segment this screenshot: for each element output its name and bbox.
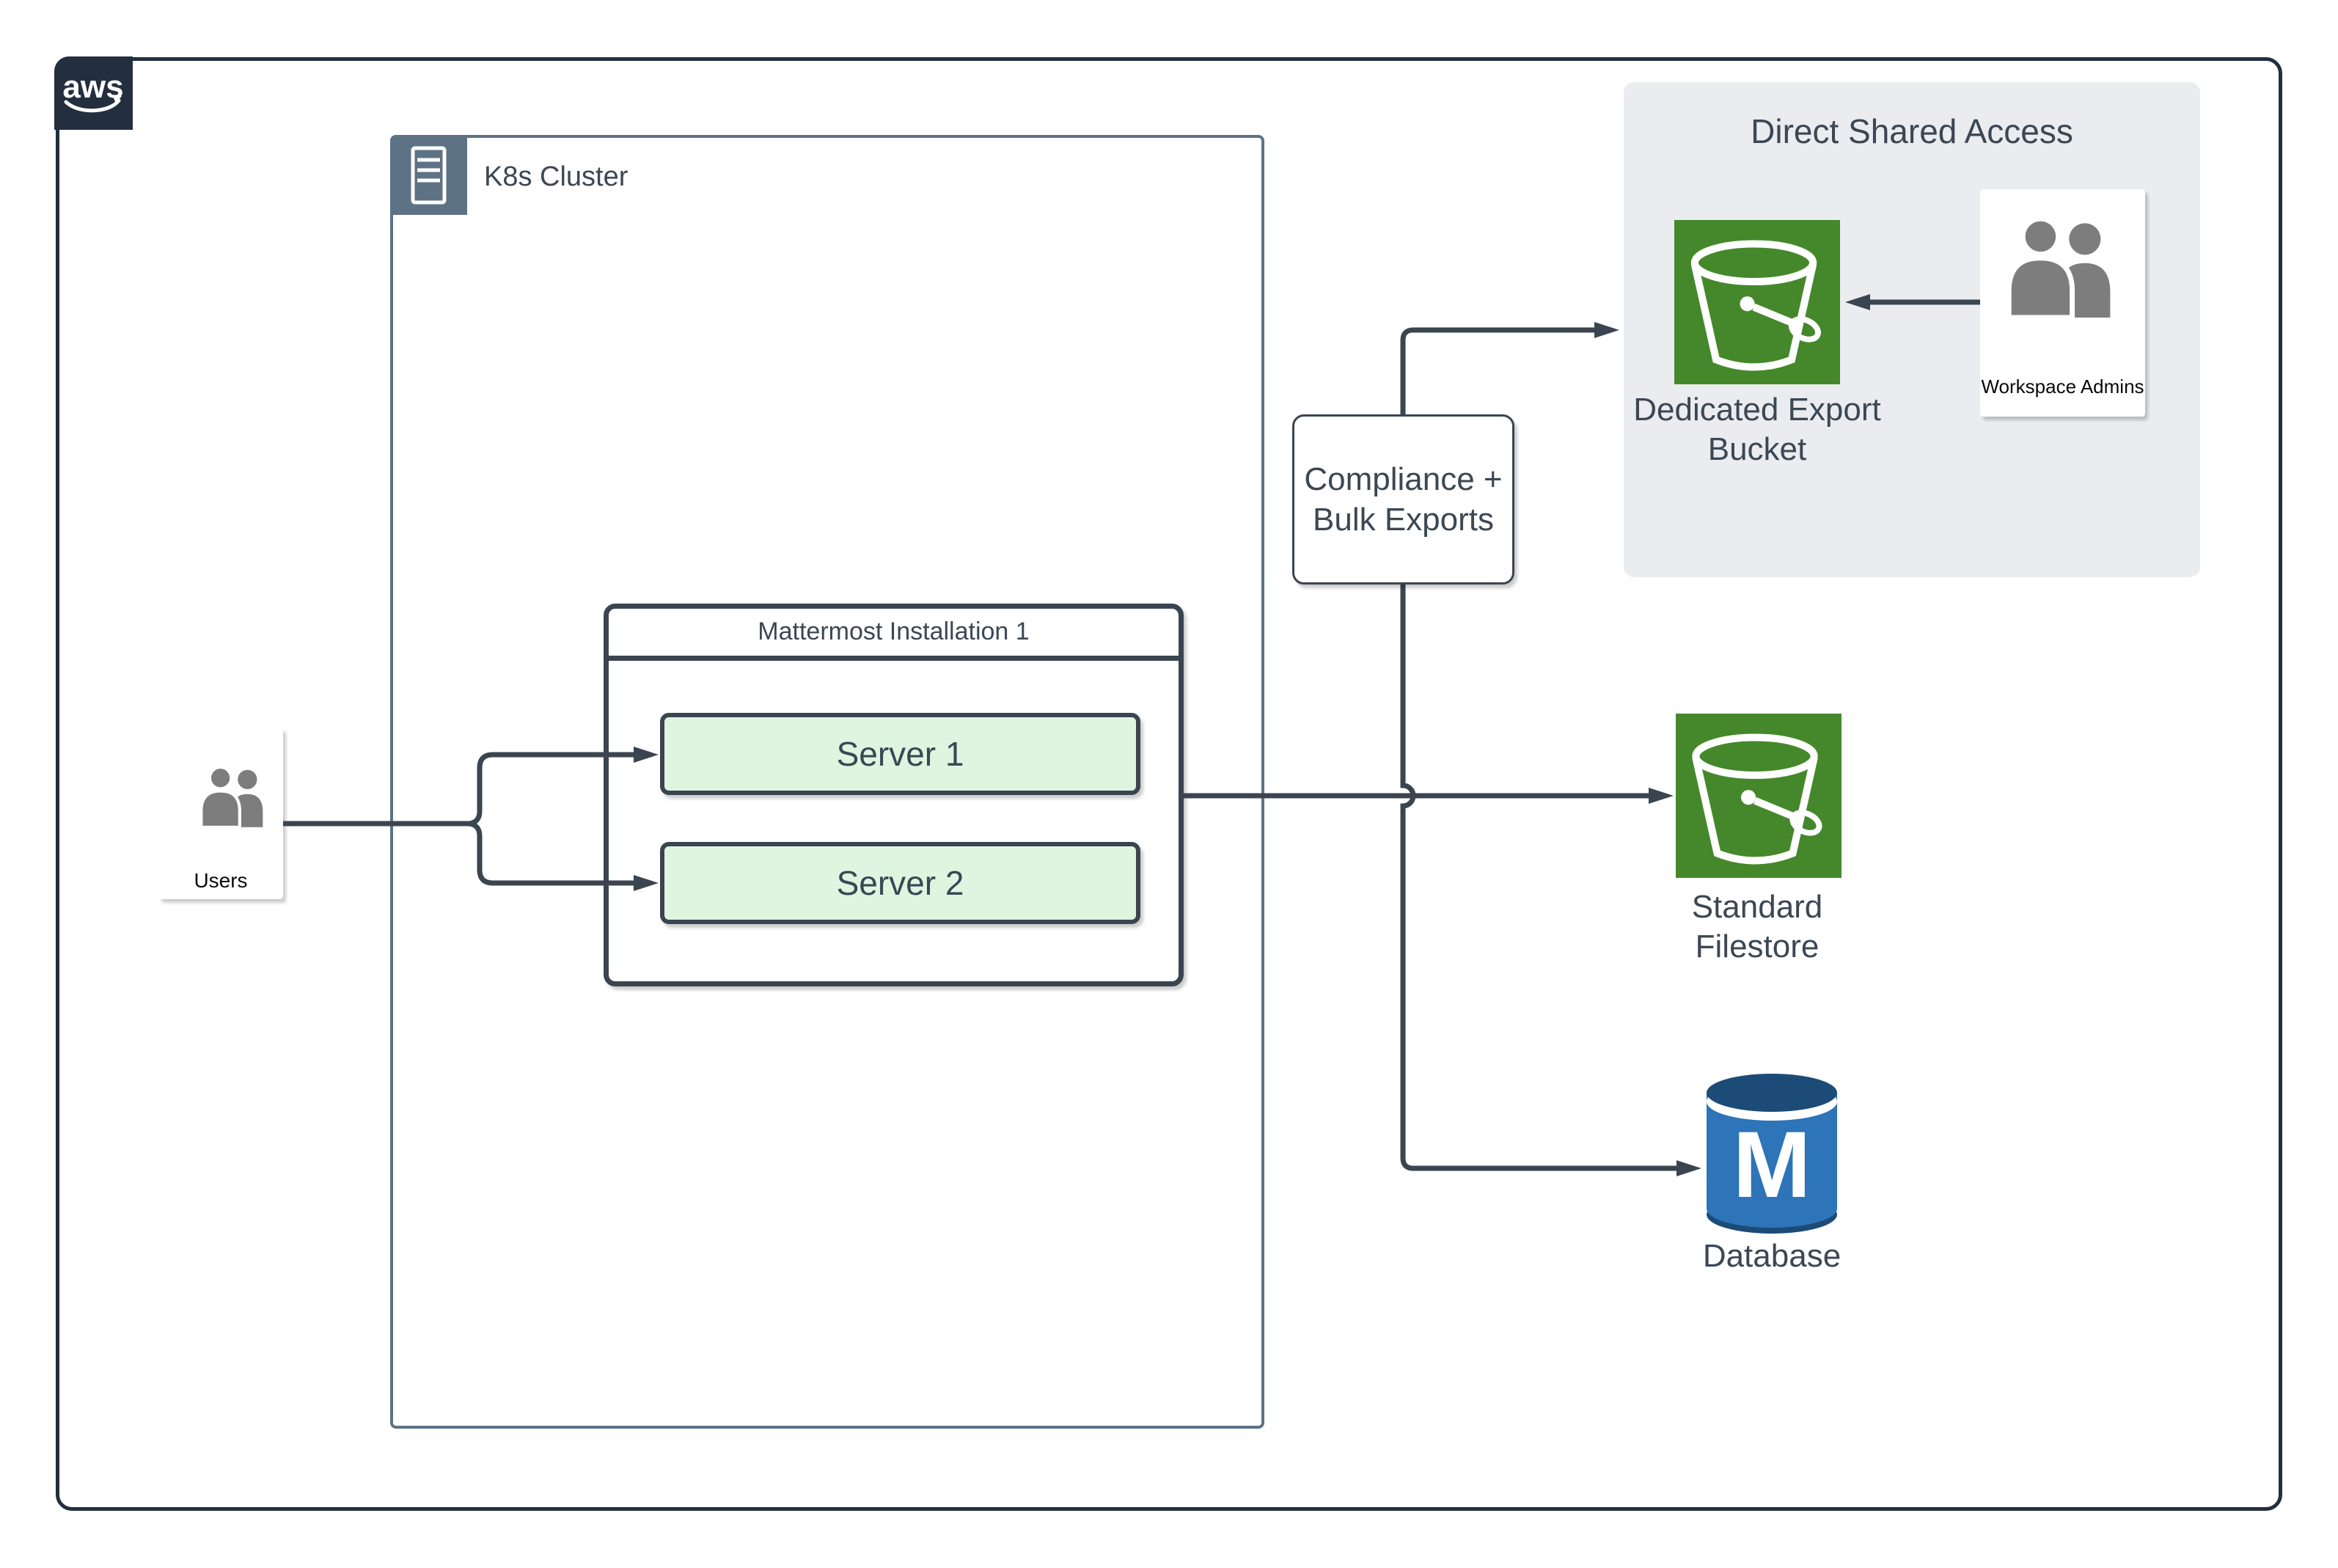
aws-smile-arrow-icon <box>112 95 122 103</box>
s3-bucket-icon <box>1692 733 1822 865</box>
k8s-cluster-icon <box>390 135 467 215</box>
dedicated-export-bucket-label-line2: Bucket <box>1707 431 1807 467</box>
aws-logo-text: aws <box>62 69 123 105</box>
aws-logo: aws <box>54 56 133 130</box>
mattermost-installation-box <box>604 604 1184 986</box>
database-label: Database <box>1702 1238 1842 1274</box>
database-cylinder-icon: M <box>1706 1071 1838 1235</box>
mattermost-title: Mattermost Installation 1 <box>758 618 1030 645</box>
aws-smile-icon <box>64 98 121 113</box>
users-icon <box>196 765 273 829</box>
mattermost-title-divider <box>609 656 1179 661</box>
database-monogram: M <box>1733 1113 1811 1217</box>
compliance-label-line1: Compliance + <box>1304 461 1503 497</box>
direct-shared-access-title: Direct Shared Access <box>1751 112 2073 150</box>
compliance-bulk-exports-box: Compliance + Bulk Exports <box>1292 414 1514 585</box>
k8s-cluster-label: K8s Cluster <box>484 161 629 192</box>
aws-logo-icon: aws <box>62 69 124 113</box>
standard-filestore-label: Standard Filestore <box>1599 887 1916 967</box>
standard-filestore-label-line1: Standard <box>1691 889 1823 925</box>
dedicated-export-bucket-icon <box>1674 220 1840 384</box>
people-icon <box>2006 216 2111 320</box>
dedicated-export-bucket-label-line1: Dedicated Export <box>1633 392 1881 428</box>
standard-filestore-label-line2: Filestore <box>1695 928 1820 964</box>
k8s-cluster-container <box>390 135 1264 1429</box>
workspace-admins-label: Workspace Admins <box>1981 375 2144 398</box>
server-2-label: Server 2 <box>836 864 964 902</box>
database-icon: M <box>1707 1074 1837 1234</box>
server-rack-icon <box>411 146 447 205</box>
server-2-box: Server 2 <box>660 842 1140 924</box>
s3-bucket-icon <box>1690 240 1821 371</box>
compliance-label-line2: Bulk Exports <box>1313 502 1494 538</box>
people-icon <box>199 765 263 829</box>
workspace-admins-icon <box>2000 216 2127 320</box>
server-1-label: Server 1 <box>836 735 964 773</box>
standard-filestore-icon <box>1676 714 1842 878</box>
dedicated-export-bucket-label: Dedicated Export Bucket <box>1599 390 1916 469</box>
users-label: Users <box>194 869 248 892</box>
aws-cloud-frame <box>56 57 2282 1511</box>
server-1-box: Server 1 <box>660 713 1140 795</box>
